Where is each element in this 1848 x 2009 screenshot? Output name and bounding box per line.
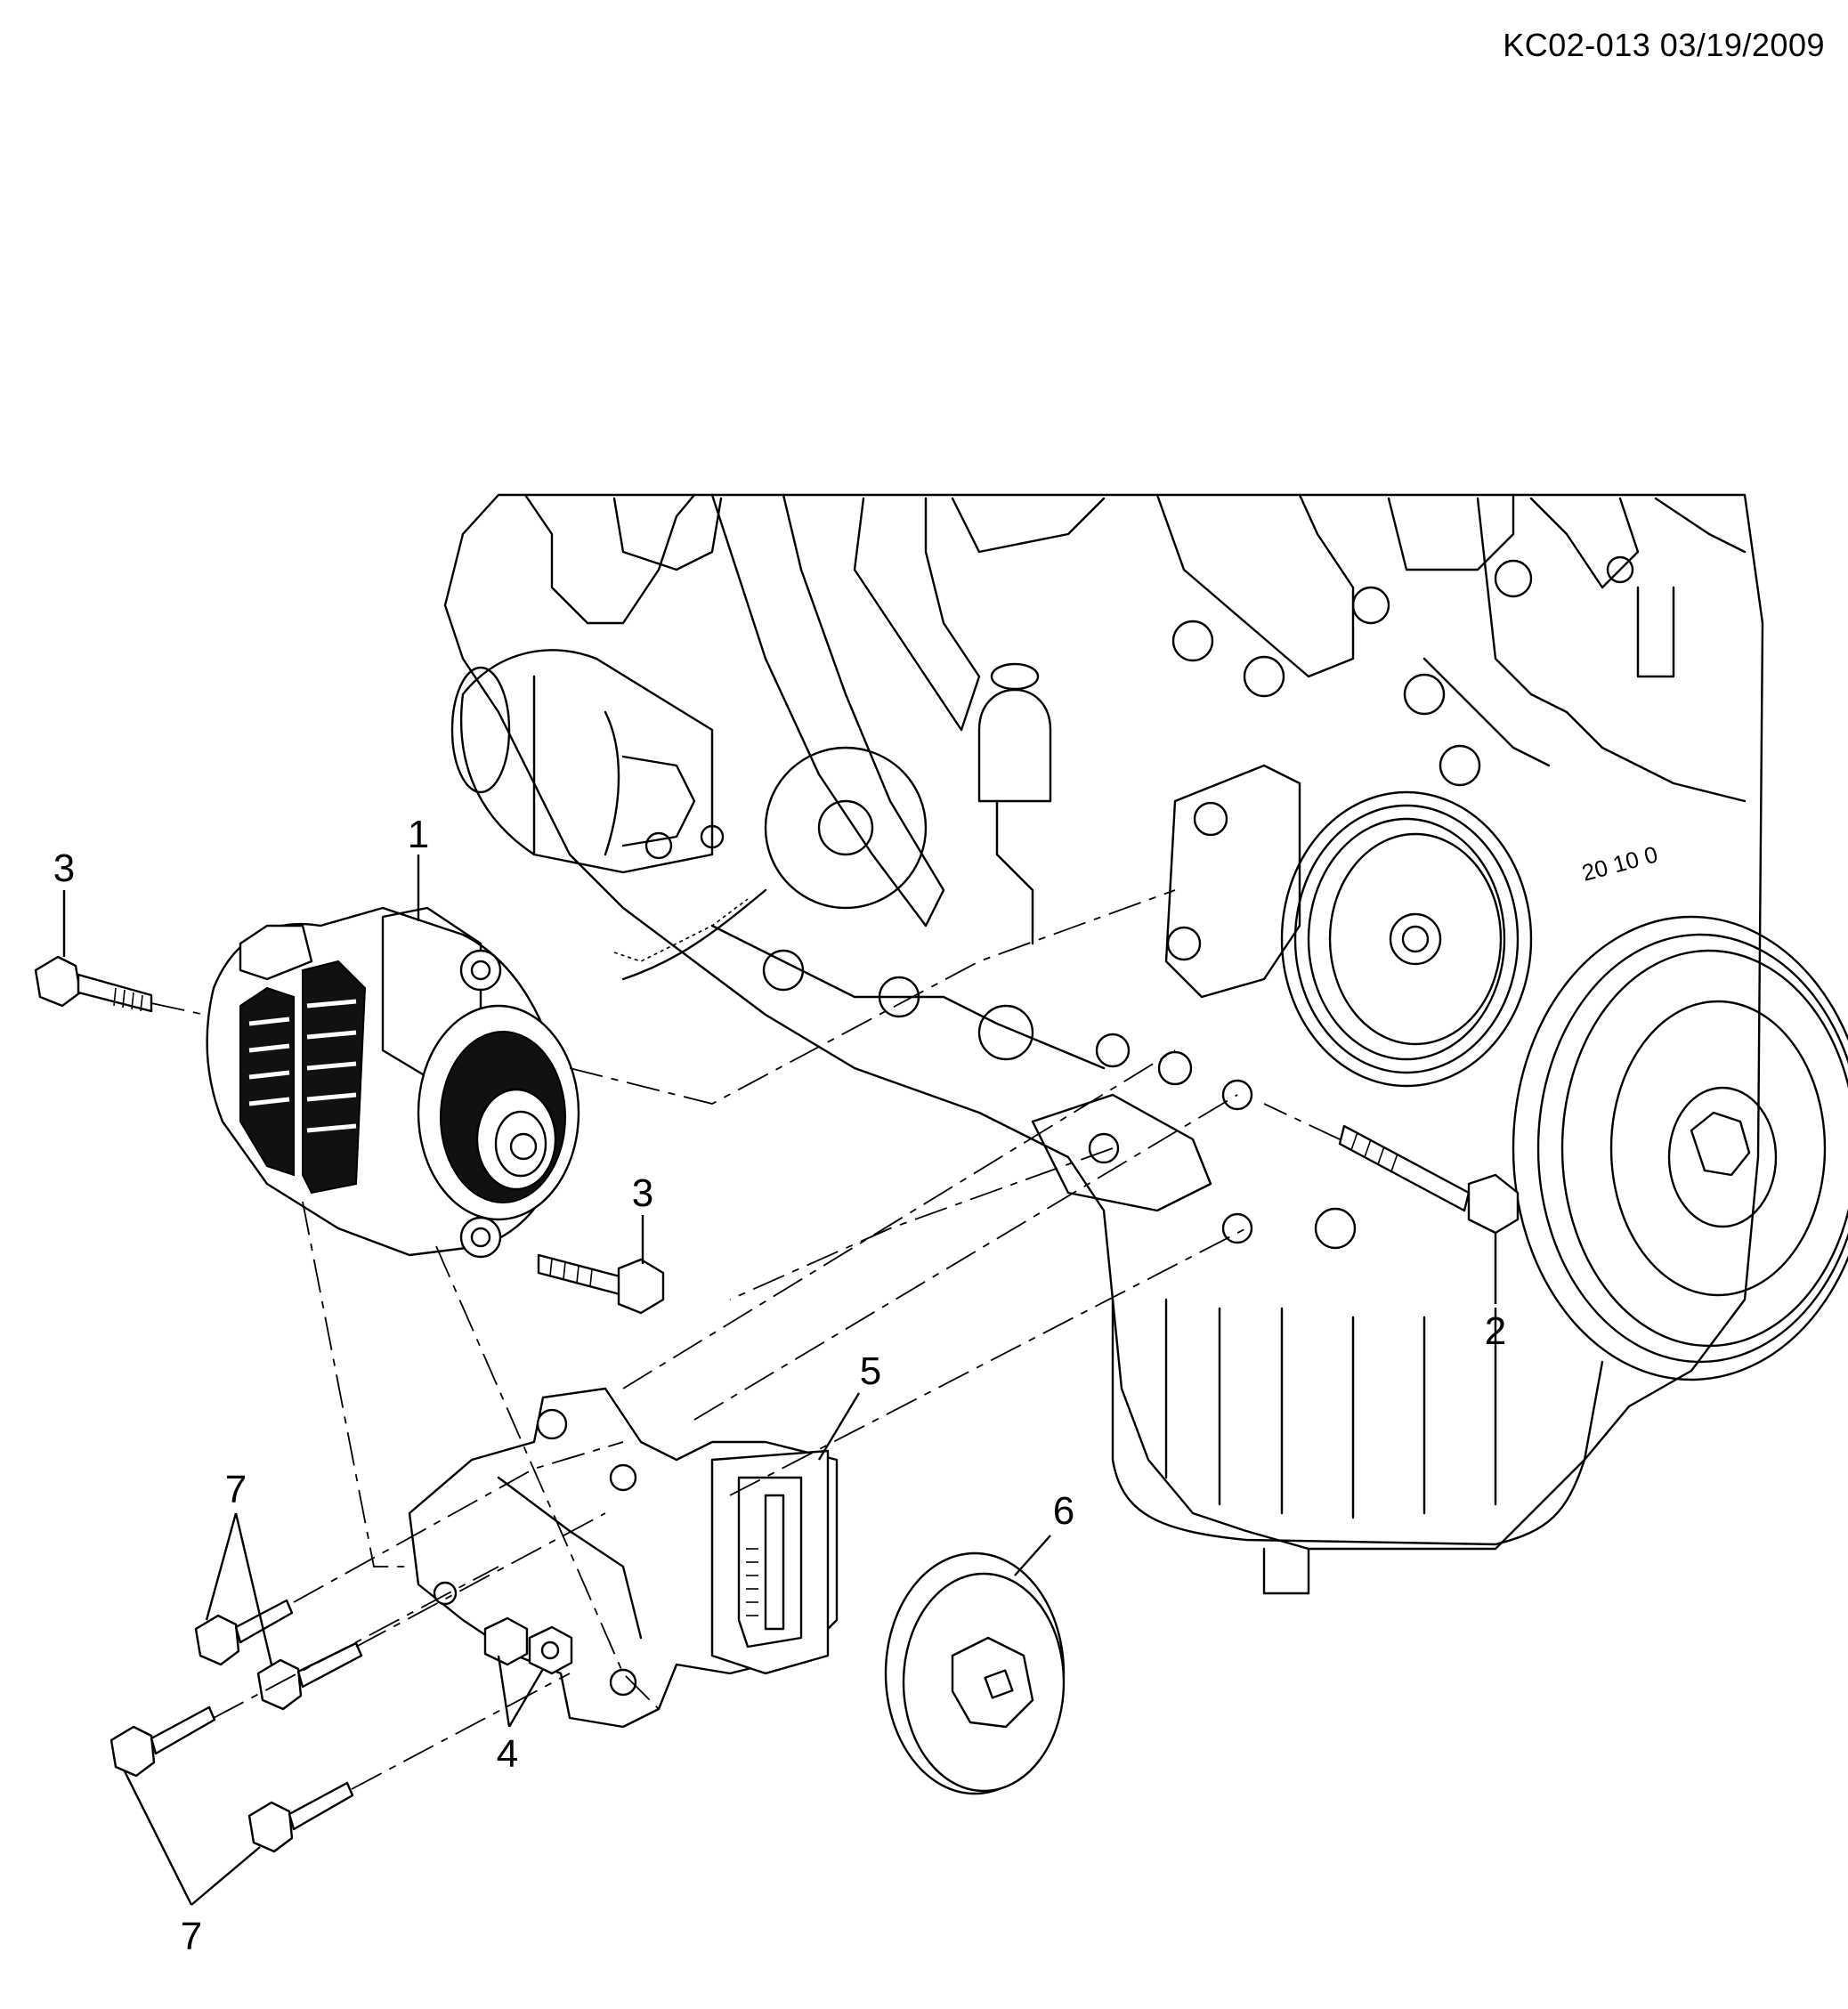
water-pump-pulley [1280, 790, 1533, 1088]
tensioner-bracket [408, 1387, 839, 1729]
callout-4: 4 [497, 1732, 518, 1776]
document-id: KC02-013 03/19/2009 [1503, 27, 1825, 63]
bolt-part-2 [1338, 1124, 1520, 1235]
callout-7-lower: 7 [181, 1915, 202, 1958]
callout-numbers: 1 3 3 2 5 6 7 4 7 [53, 813, 1506, 1958]
timing-marks-label: 20 10 0 [1579, 840, 1661, 886]
nut-part-4 [483, 1616, 573, 1675]
crankshaft-pulley [1512, 915, 1848, 1381]
idler-pulley [884, 1551, 1066, 1795]
callout-3-lower: 3 [632, 1171, 653, 1215]
bolt-part-7-b [256, 1641, 363, 1711]
bolt-part-3-lower [537, 1253, 665, 1315]
callout-1: 1 [408, 813, 429, 856]
callout-7-upper: 7 [225, 1468, 247, 1511]
callout-6: 6 [1053, 1489, 1074, 1533]
engine-block: 20 10 0 [443, 493, 1848, 1595]
alignment-centerlines [150, 889, 1341, 1790]
alternator [206, 906, 580, 1259]
callout-2: 2 [1485, 1309, 1506, 1353]
bolt-part-7-c [109, 1705, 216, 1778]
bolt-part-7-d [247, 1781, 354, 1853]
callout-5: 5 [860, 1349, 881, 1393]
bolt-part-3-upper [34, 955, 153, 1013]
bolt-part-7-a [194, 1599, 294, 1666]
callout-3-upper: 3 [53, 847, 75, 890]
callout-leaders [62, 855, 1497, 1906]
